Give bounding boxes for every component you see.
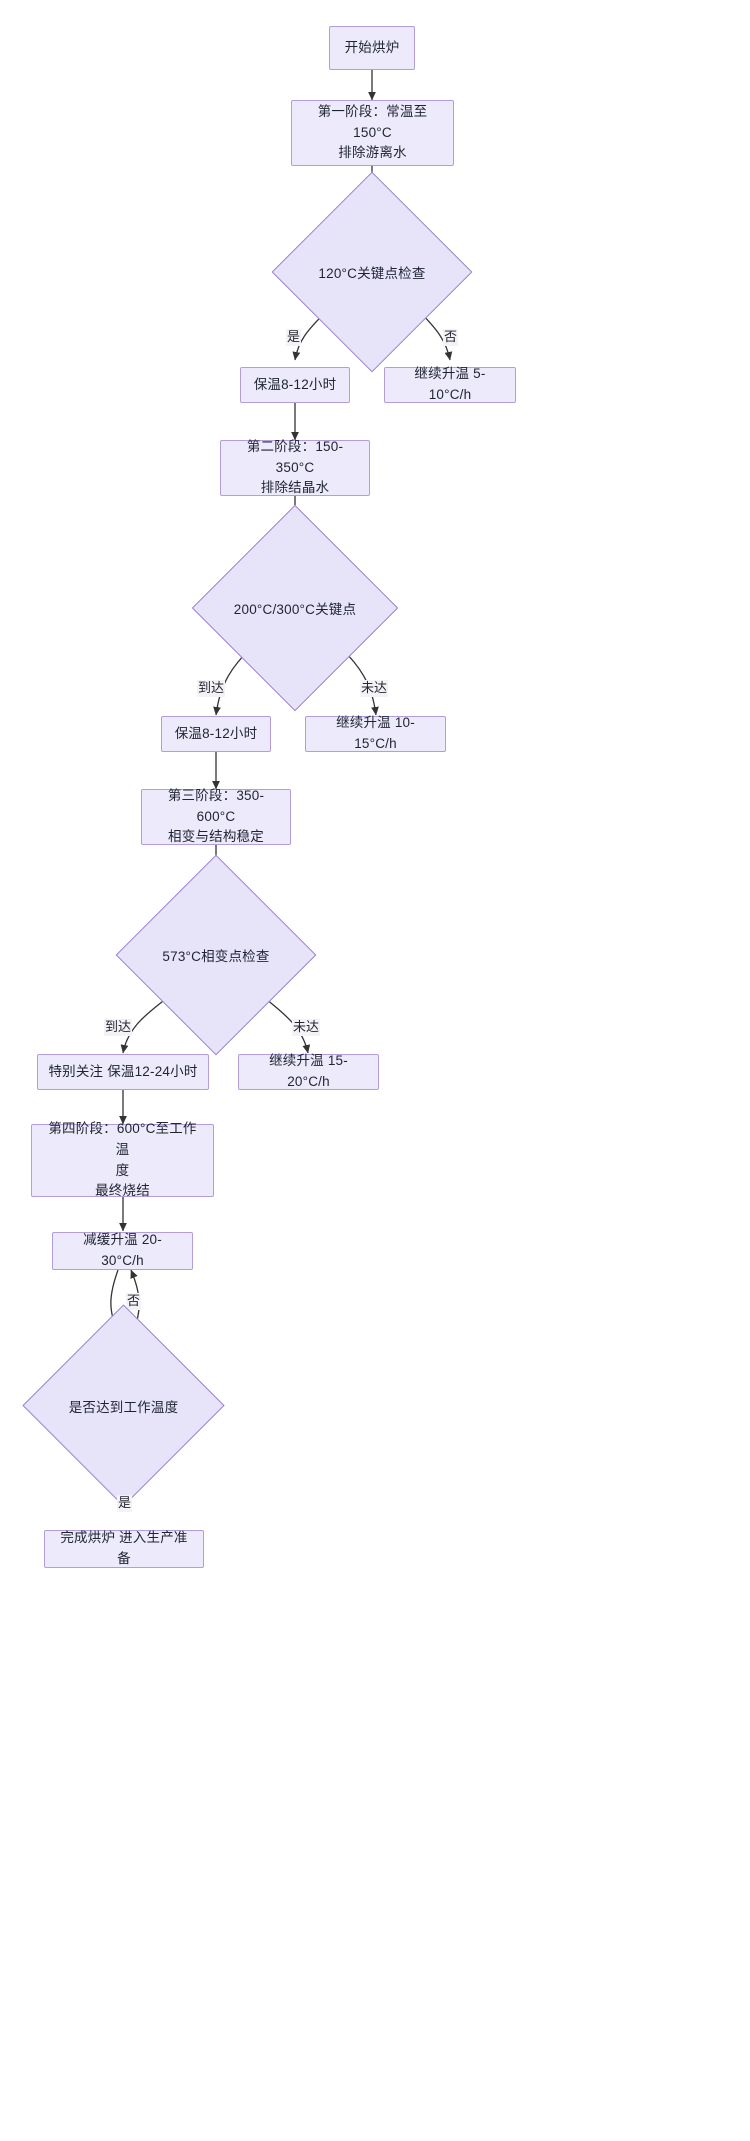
node-stage4[interactable]: 第四阶段：600°C至工作温 度 最终烧结 <box>31 1121 214 1198</box>
node-slow[interactable]: 减缓升温 20-30°C/h <box>52 1232 193 1270</box>
node-done[interactable]: 完成烘炉 进入生产准备 <box>44 1530 204 1568</box>
node-done-label: 完成烘炉 进入生产准备 <box>60 1530 188 1566</box>
node-stage4-label: 第四阶段：600°C至工作温 度 最终烧结 <box>48 1120 197 1199</box>
node-check200[interactable]: 200°C/300°C关键点 <box>191 504 399 712</box>
node-stage3[interactable]: 第三阶段：350-600°C 相变与结构稳定 <box>141 788 291 845</box>
node-start[interactable]: 开始烘炉 <box>329 26 415 70</box>
node-hold1-label: 保温8-12小时 <box>253 376 337 392</box>
node-hold1[interactable]: 保温8-12小时 <box>240 367 350 403</box>
node-hold2[interactable]: 保温8-12小时 <box>161 716 271 752</box>
node-stage2-label: 第二阶段：150-350°C 排除结晶水 <box>246 438 344 496</box>
node-check120-label: 120°C关键点检查 <box>318 266 426 281</box>
edge-label-miss-573: 未达 <box>292 1019 321 1036</box>
node-start-label: 开始烘炉 <box>344 39 400 55</box>
node-checkwork-label: 是否达到工作温度 <box>68 1399 179 1415</box>
edge-label-miss-200: 未达 <box>360 680 389 697</box>
edge-label-yes-120: 是 <box>286 329 302 346</box>
node-ramp1[interactable]: 继续升温 5-10°C/h <box>384 366 516 403</box>
edge-label-yes-work: 是 <box>117 1495 133 1512</box>
node-ramp2-label: 继续升温 10-15°C/h <box>336 715 415 751</box>
edge-label-reach-573: 到达 <box>104 1019 133 1036</box>
node-ramp3-label: 继续升温 15-20°C/h <box>269 1053 348 1089</box>
edge-label-reach-200: 到达 <box>197 680 226 697</box>
node-hold3[interactable]: 特别关注 保温12-24小时 <box>37 1054 209 1090</box>
node-check573-label: 573°C相变点检查 <box>162 949 270 964</box>
node-hold2-label: 保温8-12小时 <box>174 725 258 741</box>
node-checkwork[interactable]: 是否达到工作温度 <box>22 1304 225 1507</box>
node-check120[interactable]: 120°C关键点检查 <box>271 171 473 373</box>
node-ramp2[interactable]: 继续升温 10-15°C/h <box>305 715 446 752</box>
node-stage2[interactable]: 第二阶段：150-350°C 排除结晶水 <box>220 439 370 496</box>
node-check573[interactable]: 573°C相变点检查 <box>115 854 317 1056</box>
edge-label-no-work: 否 <box>126 1293 142 1310</box>
node-slow-label: 减缓升温 20-30°C/h <box>83 1232 162 1268</box>
node-ramp3[interactable]: 继续升温 15-20°C/h <box>238 1053 379 1090</box>
node-stage3-label: 第三阶段：350-600°C 相变与结构稳定 <box>167 787 265 845</box>
node-stage1[interactable]: 第一阶段：常温至150°C 排除游离水 <box>291 100 454 166</box>
node-ramp1-label: 继续升温 5-10°C/h <box>414 366 486 402</box>
node-hold3-label: 特别关注 保温12-24小时 <box>48 1063 198 1079</box>
node-check200-label: 200°C/300°C关键点 <box>233 602 357 617</box>
edge-label-no-120: 否 <box>443 329 459 346</box>
node-stage1-label: 第一阶段：常温至150°C 排除游离水 <box>317 103 428 161</box>
